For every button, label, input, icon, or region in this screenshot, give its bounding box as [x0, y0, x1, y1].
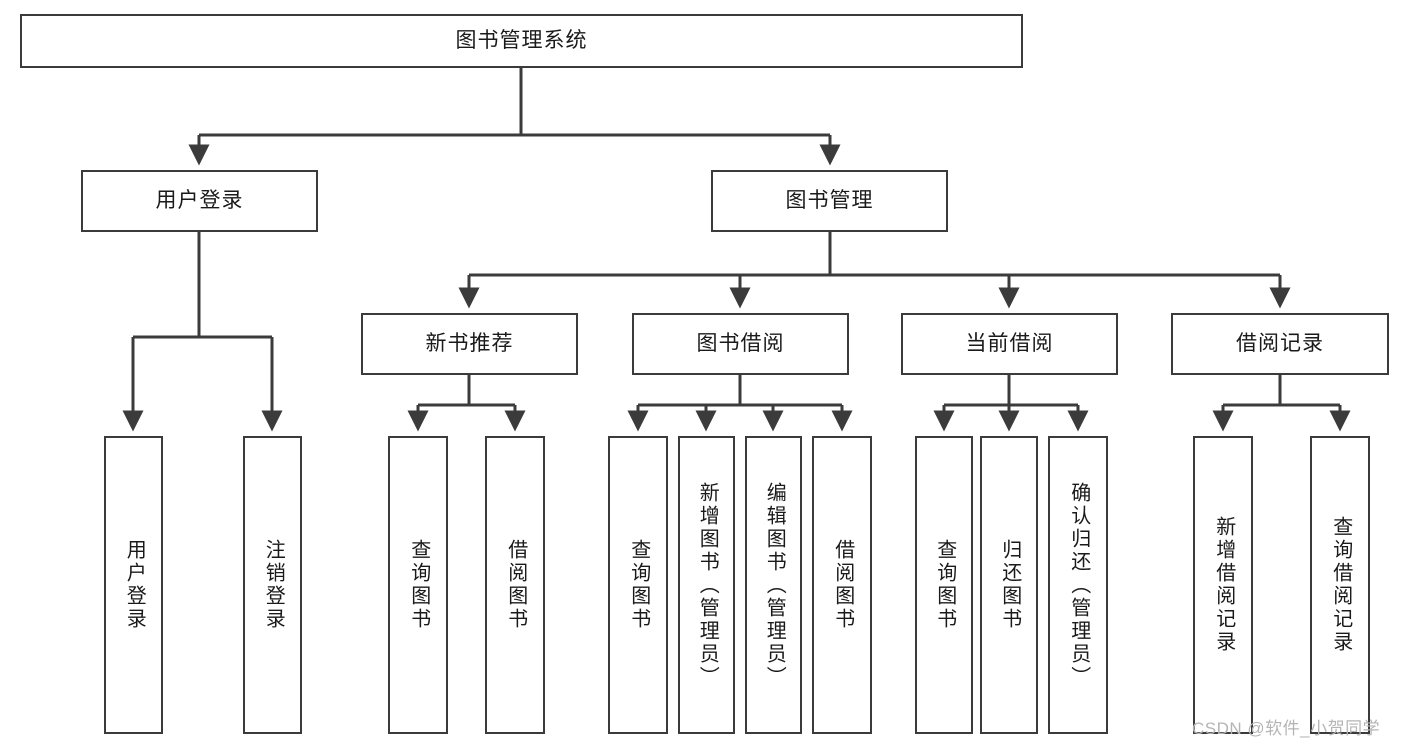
node-leaf-bookborrow-borrow-label: 借阅图书 — [831, 539, 854, 631]
node-leaf-bookborrow-add-label: 新增图书（管理员） — [696, 481, 719, 689]
node-new-book-recommend-label: 新书推荐 — [425, 331, 514, 355]
node-leaf-logout[interactable]: 注销登录 — [243, 436, 302, 734]
node-borrow-record-label: 借阅记录 — [1236, 331, 1324, 355]
node-book-borrow-label: 图书借阅 — [696, 331, 785, 355]
node-current-borrow[interactable]: 当前借阅 — [901, 313, 1118, 375]
node-leaf-currentborrow-confirm[interactable]: 确认归还（管理员） — [1048, 436, 1108, 734]
node-leaf-logout-label: 注销登录 — [262, 539, 285, 631]
csdn-watermark: CSDN @软件_小贺同学 — [1192, 719, 1381, 738]
node-leaf-borrowrecord-add[interactable]: 新增借阅记录 — [1193, 436, 1253, 734]
node-leaf-user-login[interactable]: 用户登录 — [104, 436, 163, 734]
node-current-borrow-label: 当前借阅 — [965, 331, 1054, 355]
node-leaf-bookborrow-query-label: 查询图书 — [627, 539, 650, 631]
node-leaf-currentborrow-query-label: 查询图书 — [933, 539, 956, 631]
node-user-login[interactable]: 用户登录 — [81, 170, 318, 232]
node-leaf-bookborrow-add[interactable]: 新增图书（管理员） — [678, 436, 735, 734]
node-root[interactable]: 图书管理系统 — [20, 14, 1023, 68]
node-leaf-currentborrow-confirm-label: 确认归还（管理员） — [1067, 481, 1090, 689]
node-leaf-currentborrow-return[interactable]: 归还图书 — [980, 436, 1038, 734]
node-leaf-newbook-query[interactable]: 查询图书 — [388, 436, 448, 734]
node-book-borrow[interactable]: 图书借阅 — [632, 313, 849, 375]
node-borrow-record[interactable]: 借阅记录 — [1171, 313, 1389, 375]
node-leaf-user-login-label: 用户登录 — [123, 539, 146, 631]
node-leaf-currentborrow-return-label: 归还图书 — [998, 539, 1021, 631]
node-leaf-borrowrecord-query[interactable]: 查询借阅记录 — [1310, 436, 1370, 734]
node-user-login-label: 用户登录 — [155, 188, 244, 212]
node-leaf-bookborrow-borrow[interactable]: 借阅图书 — [812, 436, 872, 734]
node-book-manage-label: 图书管理 — [785, 188, 874, 212]
node-leaf-bookborrow-query[interactable]: 查询图书 — [608, 436, 668, 734]
node-leaf-newbook-query-label: 查询图书 — [407, 539, 430, 631]
node-leaf-bookborrow-edit-label: 编辑图书（管理员） — [763, 481, 786, 689]
node-leaf-newbook-borrow-label: 借阅图书 — [504, 539, 527, 631]
node-new-book-recommend[interactable]: 新书推荐 — [361, 313, 578, 375]
node-leaf-bookborrow-edit[interactable]: 编辑图书（管理员） — [745, 436, 802, 734]
node-leaf-currentborrow-query[interactable]: 查询图书 — [915, 436, 973, 734]
node-book-manage[interactable]: 图书管理 — [711, 170, 948, 232]
node-leaf-borrowrecord-add-label: 新增借阅记录 — [1212, 516, 1235, 654]
node-root-label: 图书管理系统 — [455, 28, 588, 52]
node-leaf-newbook-borrow[interactable]: 借阅图书 — [485, 436, 545, 734]
node-leaf-borrowrecord-query-label: 查询借阅记录 — [1329, 516, 1352, 654]
